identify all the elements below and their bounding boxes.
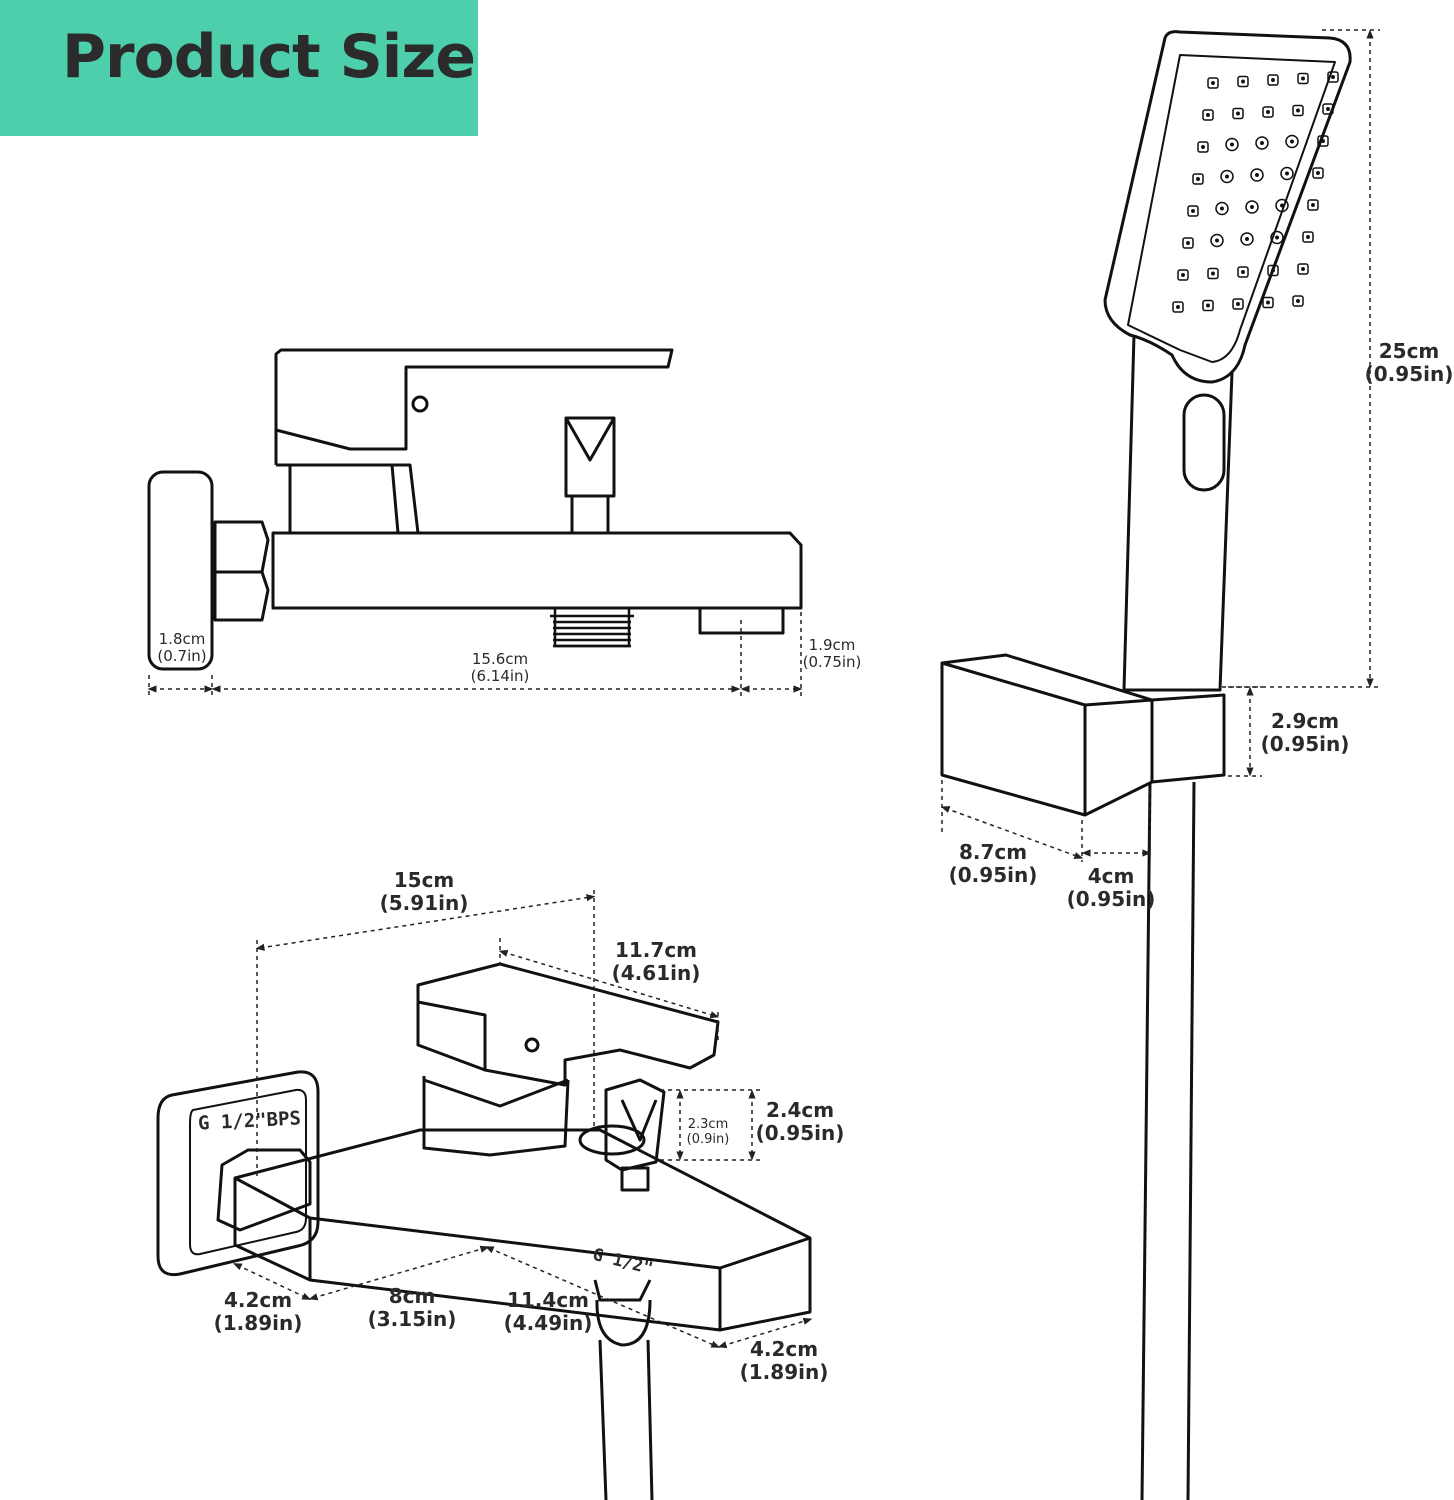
iso-faucet-body [233,1128,812,1332]
nozzle-square [1202,299,1214,312]
nozzle-square [1262,296,1274,309]
nozzle-square [1267,74,1279,86]
nozzle-square [1297,72,1309,85]
title-banner: Product Size [0,0,478,136]
lever-handle [274,348,674,451]
nozzle-square [1262,106,1274,118]
hex-nut [213,520,270,622]
nozzle-square [1207,267,1219,280]
iso-diverter-knob [604,1078,666,1172]
shower-button [1182,393,1226,492]
nozzle-round [1250,168,1264,182]
nozzle-square [1237,266,1249,278]
nozzle-square [1302,231,1314,243]
dim-right-depth-label: 4.2cm(1.89in) [739,1337,829,1384]
nozzle-round [1210,233,1224,248]
nozzle-round [1240,232,1254,246]
nozzle-round [1220,169,1234,184]
nozzle-square [1197,141,1209,153]
nozzle-square [1267,264,1279,277]
shower-nozzles [1172,71,1339,313]
nozzle-square [1182,237,1194,249]
handheld-dim-lines [940,29,1380,862]
dim-holder-height-label: 2.9cm(0.95in) [1260,709,1350,756]
nozzle-square [1187,205,1199,217]
top-faucet-drawing [147,348,803,671]
water-stream [708,638,773,770]
nozzle-square [1237,75,1249,88]
handheld-shower-drawing [940,30,1352,1500]
nozzle-square [1177,269,1189,281]
faucet-body [271,531,803,610]
nozzle-round [1270,230,1284,245]
nozzle-square [1292,104,1304,117]
dim-spout-label: 11.4cm(4.49in) [503,1288,593,1335]
dim-diverter-inner-label: 2.3cm(0.9in) [686,1117,730,1147]
nozzle-square [1172,301,1184,313]
shower-head [1103,30,1352,384]
iso-wall-flange [156,1070,320,1277]
nozzle-square [1207,77,1219,89]
dim-left-depth-label: 4.2cm(1.89in) [213,1288,303,1335]
dim-length-label: 15.6cm(6.14in) [470,650,530,686]
nozzle-round [1275,198,1289,213]
nozzle-square [1192,173,1204,185]
wall-flange [147,470,214,671]
dim-overall-label: 15cm(5.91in) [379,868,469,915]
nozzle-square [1327,71,1339,83]
dim-holder-length-label: 8.7cm(0.95in) [948,840,1038,887]
dim-handle-label: 11.7cm(4.61in) [611,938,701,985]
nozzle-square [1307,199,1319,211]
nozzle-round [1280,166,1294,181]
page-title: Product Size [62,22,476,92]
nozzle-square [1297,263,1309,275]
threaded-connector [550,606,634,648]
nozzle-round [1255,136,1269,150]
dim-diverter-outer-label: 2.4cm(0.95in) [755,1098,845,1145]
shower-holder [940,653,1154,817]
nozzle-square [1202,109,1214,121]
nozzle-square [1322,103,1334,115]
bottom-faucet-drawing [156,962,812,1500]
shower-handle [1122,334,1234,692]
nozzle-round [1225,137,1239,152]
nozzle-round [1215,201,1229,216]
nozzle-round [1245,200,1259,214]
nozzle-square [1232,107,1244,120]
dim-flange-label: 1.8cm(0.7in) [157,630,207,666]
nozzle-square [1317,135,1329,147]
dim-outlet-label: 1.9cm(0.75in) [802,636,862,672]
bottom-dim-lines [232,890,813,1349]
outlet-aerator [698,606,785,635]
dim-center-label: 8cm(3.15in) [367,1284,457,1331]
nozzle-round [1285,134,1299,149]
dim-holder-width-label: 4cm(0.95in) [1066,864,1156,911]
nozzle-square [1232,298,1244,310]
top-dim-lines [147,612,803,697]
nozzle-square [1312,167,1324,179]
nozzle-square [1292,295,1304,307]
dim-height-label: 25cm(0.95in) [1364,339,1454,386]
diverter-knob [564,416,616,498]
